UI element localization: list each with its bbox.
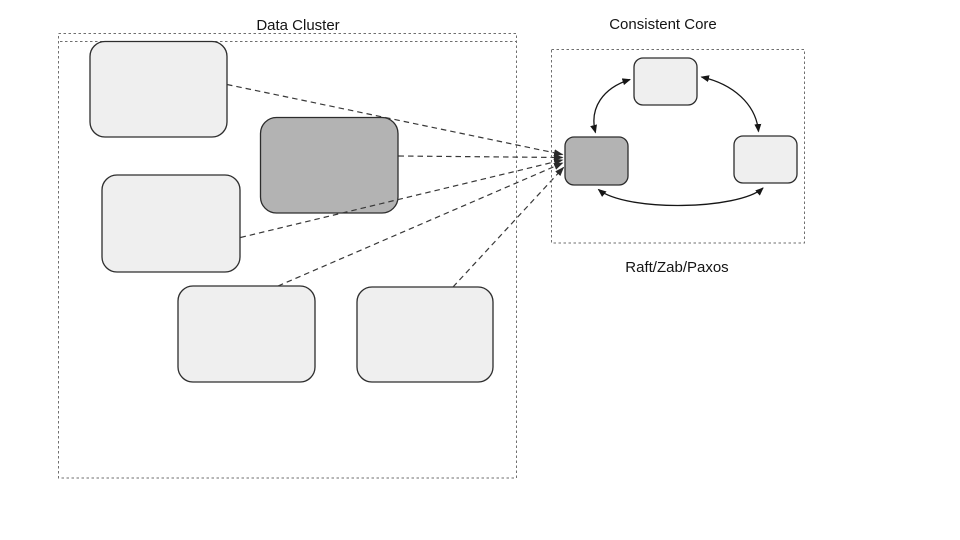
dashed-connector-from-top-left-node <box>226 83 564 157</box>
core-node-top <box>633 57 698 106</box>
core-node-left-highlighted <box>564 136 629 186</box>
data-cluster-node-highlighted <box>259 116 399 214</box>
dashed-connector-from-bottom-left-node <box>277 162 564 287</box>
data-cluster-node-bottom-left <box>177 285 316 383</box>
consistent-core-label: Consistent Core <box>609 16 717 33</box>
data-cluster-node-top-left <box>89 40 228 138</box>
data-cluster-label: Data Cluster <box>256 17 339 34</box>
dashed-connector-from-middle-left-node <box>240 158 564 239</box>
data-cluster-node-bottom-right <box>356 286 494 383</box>
dashed-connector-from-bottom-right-node <box>452 166 565 288</box>
data-cluster-container <box>58 33 517 479</box>
dashed-connector-from-highlighted-node <box>398 153 564 161</box>
consistent-core-caption: Raft/Zab/Paxos <box>625 259 728 276</box>
curved-arrow-left-to-right <box>597 187 764 207</box>
data-cluster-node-middle-left <box>101 174 241 273</box>
core-node-right <box>733 135 798 184</box>
curved-arrow-top-to-left <box>590 78 631 134</box>
curved-arrow-top-to-right <box>700 75 762 133</box>
consistent-core-container <box>551 49 805 244</box>
